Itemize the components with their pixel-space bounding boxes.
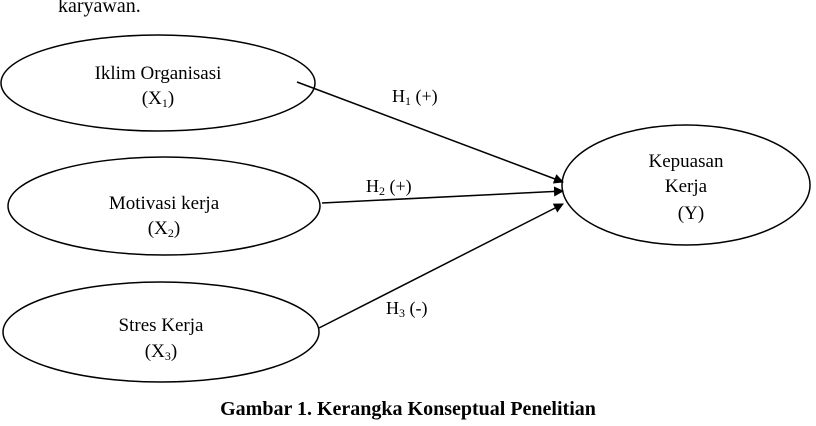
node-x3-ellipse (2, 281, 320, 383)
arrow-h1 (296, 81, 564, 184)
node-y: Kepuasan Kerja (Y) (561, 124, 811, 246)
node-y-label-line1: Kepuasan (649, 151, 724, 172)
arrow-h3 (318, 203, 564, 329)
node-x3: Stres Kerja (X3) (2, 281, 320, 383)
path-label-h3: H3 (-) (386, 298, 427, 320)
figure-caption: Gambar 1. Kerangka Konseptual Penelitian (220, 398, 596, 420)
node-x2-symbol: (X2) (148, 218, 180, 240)
node-y-ellipse (561, 124, 811, 246)
intro-text: karyawan. (58, 0, 141, 17)
path-label-h1: H1 (+) (392, 86, 438, 108)
node-x1-ellipse (0, 34, 316, 132)
arrow-h2 (321, 186, 564, 204)
node-y-label-line2: Kerja (665, 176, 708, 197)
node-x3-label: Stres Kerja (119, 315, 205, 336)
node-x2: Motivasi kerja (X2) (7, 156, 321, 256)
node-x1-symbol: (X1) (142, 88, 174, 110)
node-x3-symbol: (X3) (145, 341, 177, 363)
node-x1-label: Iklim Organisasi (95, 63, 222, 84)
node-y-symbol: (Y) (678, 203, 704, 224)
node-x1: Iklim Organisasi (X1) (0, 34, 316, 132)
node-x2-ellipse (7, 156, 321, 256)
path-label-h2: H2 (+) (366, 176, 412, 198)
node-x2-label: Motivasi kerja (109, 193, 220, 214)
